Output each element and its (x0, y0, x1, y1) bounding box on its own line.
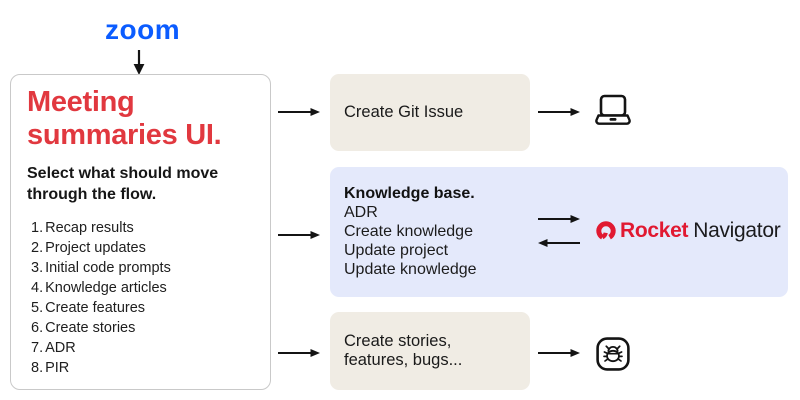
bug-icon (596, 337, 630, 371)
flow-option-number: 1. (31, 220, 44, 236)
flow-option-label: ADR (45, 340, 76, 356)
knowledge-base-list: ADR Create knowledge Update project Upda… (344, 203, 774, 279)
laptop-icon (595, 94, 631, 125)
knowledge-base-item: Update project (344, 242, 449, 259)
create-git-issue-box: Create Git Issue (330, 74, 530, 151)
flow-option-label: Create stories (45, 320, 136, 336)
flow-option-number: 5. (31, 300, 44, 316)
create-stories-box: Create stories, features, bugs... (330, 312, 530, 390)
arrow-to-knowledge-box (278, 231, 320, 239)
flow-option: 7.ADR (31, 338, 254, 358)
meeting-summaries-panel: Meeting summaries UI. Select what should… (10, 74, 271, 390)
flow-option: 4.Knowledge articles (31, 278, 254, 298)
flow-option: 3.Initial code prompts (31, 258, 254, 278)
flow-option-label: PIR (45, 360, 70, 376)
arrow-git-to-laptop (538, 108, 580, 116)
create-git-issue-label: Create Git Issue (344, 103, 464, 121)
arrow-to-stories-box (278, 349, 320, 357)
flow-option-label: Knowledge articles (45, 280, 167, 296)
knowledge-base-item: ADR (344, 204, 378, 221)
panel-subtitle: Select what should move through the flow… (27, 165, 219, 203)
arrow-stories-to-bug (538, 349, 580, 357)
flow-options-list: 1.Recap results 2.Project updates 3.Init… (27, 218, 254, 378)
navigator-product-text: Navigator (693, 219, 781, 242)
flow-option-number: 2. (31, 240, 44, 256)
knowledge-base-item: Create knowledge (344, 223, 473, 240)
flow-option: 2.Project updates (31, 238, 254, 258)
flow-option-number: 3. (31, 260, 44, 276)
zoom-wordmark: zoom (105, 14, 181, 45)
flow-option: 1.Recap results (31, 218, 254, 238)
knowledge-base-box: Knowledge base. ADR Create knowledge Upd… (330, 167, 788, 297)
flow-option-label: Project updates (45, 240, 146, 256)
flow-option-number: 4. (31, 280, 44, 296)
flow-option-label: Initial code prompts (45, 260, 171, 276)
flow-option: 5.Create features (31, 298, 254, 318)
rocket-icon (596, 221, 616, 240)
rocket-brand-text: Rocket (620, 219, 689, 242)
flow-option-label: Create features (45, 300, 146, 316)
rocket-navigator-logo: Rocket Navigator (595, 218, 781, 244)
flow-option: 6.Create stories (31, 318, 254, 338)
knowledge-base-title: Knowledge base. (344, 185, 475, 202)
flow-option-number: 8. (31, 360, 44, 376)
flow-option-number: 7. (31, 340, 44, 356)
flow-option: 8.PIR (31, 358, 254, 378)
knowledge-base-item: Update knowledge (344, 261, 477, 278)
arrow-kb-to-rocket (538, 215, 580, 223)
flow-option-number: 6. (31, 320, 44, 336)
arrow-rocket-to-kb (538, 239, 580, 247)
create-stories-label-line2: features, bugs... (344, 351, 463, 369)
down-arrow-icon (133, 50, 145, 75)
panel-title: Meeting summaries UI. (27, 86, 222, 151)
flow-option-label: Recap results (45, 220, 134, 236)
create-stories-label-line1: Create stories, (344, 332, 452, 350)
arrow-to-git-box (278, 108, 320, 116)
